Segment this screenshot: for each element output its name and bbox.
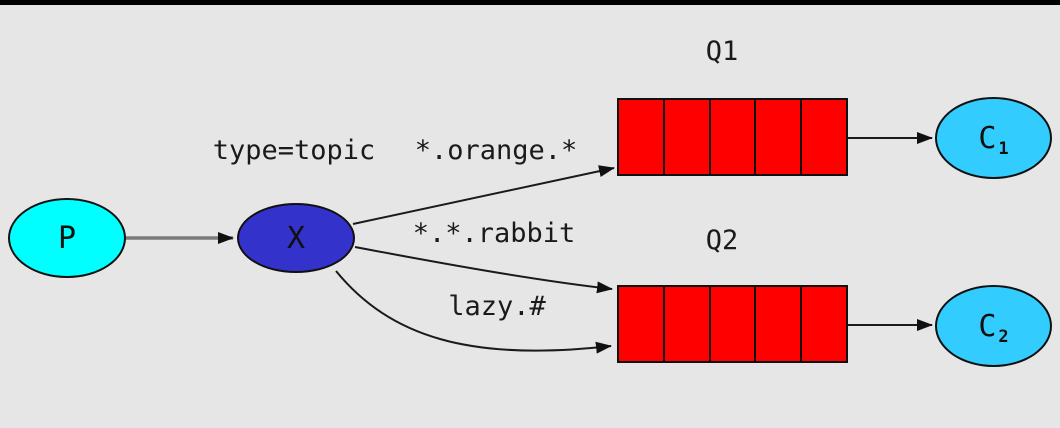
producer-node: P — [8, 198, 126, 278]
binding-key-rabbit-label: *.*.rabbit — [412, 218, 576, 249]
queue1-title: Q1 — [705, 36, 739, 67]
queue2-title: Q2 — [705, 225, 739, 256]
consumer1-subscript: 1 — [998, 139, 1009, 159]
queue-slot — [619, 100, 665, 174]
edge-exchange-queue2-lower — [335, 270, 612, 354]
queue1-node — [617, 98, 848, 176]
queue-slot — [665, 287, 711, 361]
consumer2-label: C — [978, 308, 997, 344]
consumer2-subscript: 2 — [998, 327, 1009, 347]
queue-slot — [756, 287, 803, 361]
queue-slot — [711, 287, 757, 361]
exchange-label: X — [286, 220, 306, 256]
consumer1-label: C — [978, 120, 997, 156]
binding-key-lazy-label: lazy.# — [448, 291, 546, 322]
edge-exchange-queue1 — [352, 165, 615, 225]
queue-slot — [619, 287, 665, 361]
queue-slot — [756, 100, 803, 174]
queue-slot — [802, 100, 846, 174]
producer-label: P — [57, 220, 77, 256]
queue-slot — [802, 287, 846, 361]
edge-exchange-queue2-upper — [354, 246, 613, 294]
queue2-node — [617, 285, 848, 363]
top-border-bar — [0, 0, 1060, 5]
queue-slot — [665, 100, 711, 174]
exchange-node: X — [237, 203, 355, 273]
binding-key-orange-label: *.orange.* — [414, 135, 578, 166]
queue-slot — [711, 100, 757, 174]
exchange-type-label: type=topic — [212, 135, 376, 166]
